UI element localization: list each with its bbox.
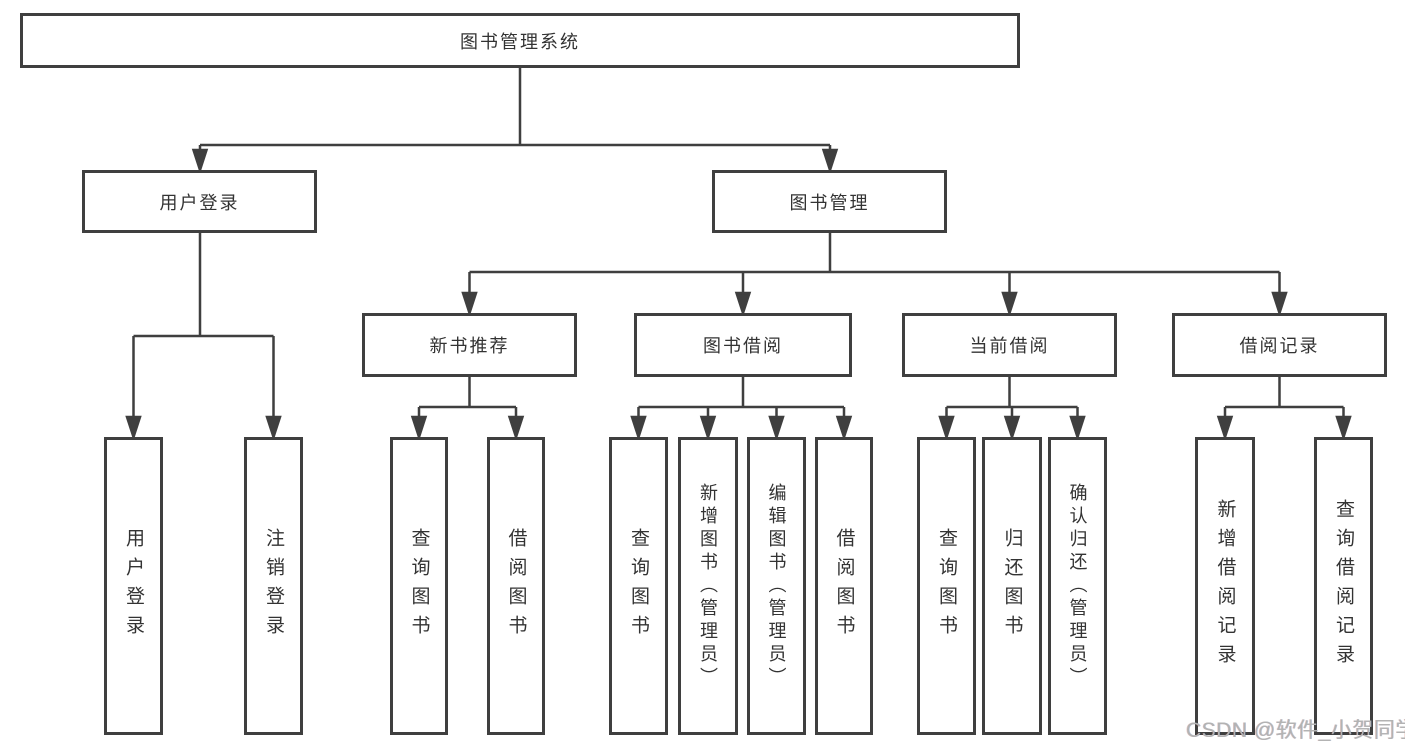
leaf-return-book: 归还图书 [982, 437, 1042, 735]
leaf-confirm-return-admin-label: 确认归还（管理员） [1067, 482, 1088, 690]
leaf-query-book-current-label: 查询图书 [936, 528, 957, 644]
leaf-add-borrow-record-label: 新增借阅记录 [1214, 499, 1236, 673]
leaf-query-book-borrow: 查询图书 [609, 437, 668, 735]
leaf-query-book-borrow-label: 查询图书 [628, 528, 649, 644]
csdn-watermark: CSDN @软件_小贺同学 [1186, 719, 1405, 742]
leaf-borrow-book-recommend: 借阅图书 [487, 437, 545, 735]
node-borrow-records: 借阅记录 [1172, 313, 1387, 377]
leaf-add-borrow-record: 新增借阅记录 [1195, 437, 1255, 735]
node-book-borrow: 图书借阅 [634, 313, 852, 377]
node-new-book-recommend: 新书推荐 [362, 313, 577, 377]
node-book-management: 图书管理 [712, 170, 947, 233]
leaf-return-book-label: 归还图书 [1001, 528, 1023, 644]
leaf-user-login-label: 用户登录 [123, 528, 144, 644]
connector-user-login-to-leaves [125, 233, 282, 442]
leaf-query-borrow-record-label: 查询借阅记录 [1333, 499, 1354, 673]
connector-root-to-level2 [191, 68, 839, 175]
leaf-query-borrow-record: 查询借阅记录 [1314, 437, 1373, 735]
leaf-add-book-admin-label: 新增图书（管理员） [698, 482, 718, 690]
leaf-borrow-book-recommend-label: 借阅图书 [505, 528, 527, 644]
connector-borrow-records-to-leaves [1216, 377, 1352, 442]
connector-current-borrow-to-leaves [938, 377, 1086, 442]
leaf-query-book-current: 查询图书 [917, 437, 976, 735]
leaf-borrow-book-label: 借阅图书 [833, 528, 855, 644]
leaf-logout-label: 注销登录 [263, 528, 284, 644]
leaf-add-book-admin: 新增图书（管理员） [678, 437, 738, 735]
leaf-confirm-return-admin: 确认归还（管理员） [1048, 437, 1107, 735]
connector-new-book-recommend-to-leaves [410, 377, 525, 442]
leaf-user-login: 用户登录 [104, 437, 163, 735]
connector-book-borrow-to-leaves [630, 377, 853, 442]
leaf-logout: 注销登录 [244, 437, 303, 735]
node-user-login: 用户登录 [82, 170, 317, 233]
leaf-borrow-book: 借阅图书 [815, 437, 873, 735]
leaf-query-book-recommend: 查询图书 [390, 437, 448, 735]
leaf-edit-book-admin-label: 编辑图书（管理员） [766, 482, 787, 690]
leaf-edit-book-admin: 编辑图书（管理员） [747, 437, 806, 735]
connector-book-management-to-level3 [461, 233, 1288, 318]
leaf-query-book-recommend-label: 查询图书 [408, 528, 430, 644]
node-root-library-management-system: 图书管理系统 [20, 13, 1020, 68]
node-current-borrow: 当前借阅 [902, 313, 1117, 377]
